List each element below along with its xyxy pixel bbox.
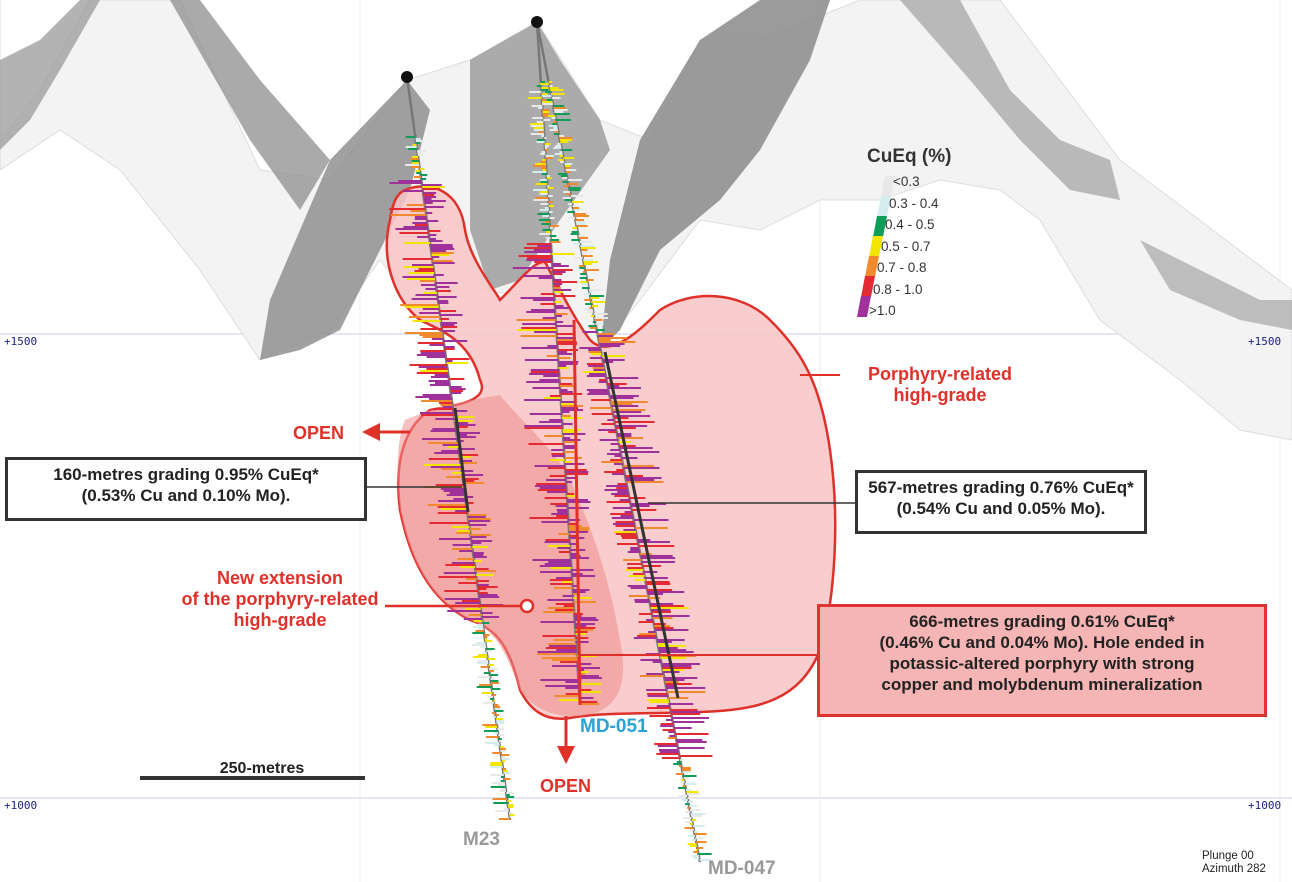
extension-label: New extension of the porphyry-related hi… bbox=[170, 568, 390, 631]
elev-label-1000-right: +1000 bbox=[1248, 799, 1281, 812]
extension-label-line2: of the porphyry-related bbox=[181, 589, 379, 609]
annotation-666m-line1: 666-metres grading 0.61% CuEq* bbox=[909, 612, 1175, 631]
porphyry-label-line2: high-grade bbox=[893, 385, 987, 405]
annotation-160m-line2: (0.53% Cu and 0.10% Mo). bbox=[81, 486, 291, 505]
azimuth-label: Azimuth 282 bbox=[1202, 863, 1266, 875]
open-label-bottom: OPEN bbox=[540, 776, 592, 796]
extension-marker bbox=[519, 598, 535, 614]
porphyry-label-line1: Porphyry-related bbox=[867, 364, 1013, 384]
extension-label-line3: high-grade bbox=[233, 610, 327, 630]
open-arrow-down bbox=[557, 716, 575, 764]
topography-surface bbox=[0, 0, 1292, 441]
extension-label-line1: New extension bbox=[216, 568, 344, 588]
legend-title: CuEq (%) bbox=[867, 146, 952, 167]
annotation-567m: 567-metres grading 0.76% CuEq* (0.54% Cu… bbox=[855, 470, 1147, 534]
legend-swatch bbox=[865, 256, 879, 277]
legend-item: <0.3 bbox=[893, 174, 920, 189]
annotation-666m-line3: potassic-altered porphyry with strong bbox=[889, 654, 1195, 673]
legend-item: 0.5 - 0.7 bbox=[881, 238, 931, 254]
view-orientation: Plunge 00 Azimuth 282 bbox=[1202, 850, 1266, 876]
legend-color-ramp bbox=[857, 176, 895, 317]
legend-item: 0.7 - 0.8 bbox=[877, 260, 927, 275]
legend-swatch bbox=[881, 176, 895, 197]
interval-666m bbox=[572, 319, 582, 706]
elev-label-1500-right: +1500 bbox=[1248, 335, 1281, 348]
annotation-160m-line1: 160-metres grading 0.95% CuEq* bbox=[53, 465, 319, 484]
annotation-666m-line2: (0.46% Cu and 0.04% Mo). Hole ended in bbox=[879, 633, 1205, 652]
annotation-666m-line4: copper and molybdenum mineralization bbox=[881, 675, 1203, 694]
porphyry-label: Porphyry-related high-grade bbox=[840, 364, 1040, 406]
legend-swatch bbox=[869, 236, 883, 257]
collar-m23 bbox=[401, 71, 413, 83]
legend-swatch bbox=[861, 276, 875, 297]
interval-567m bbox=[603, 351, 680, 699]
scale-bar-label: 250-metres bbox=[220, 760, 305, 777]
collar-md051-md047 bbox=[531, 16, 543, 28]
legend-swatch bbox=[873, 216, 887, 237]
hole-label-md051: MD-051 bbox=[580, 716, 648, 737]
legend-swatch bbox=[857, 296, 871, 317]
legend-item: 0.8 - 1.0 bbox=[873, 281, 923, 297]
legend-swatch bbox=[877, 196, 891, 217]
hole-label-md047: MD-047 bbox=[708, 858, 776, 879]
interval-160m bbox=[453, 407, 470, 513]
annotation-666m: 666-metres grading 0.61% CuEq* (0.46% Cu… bbox=[817, 604, 1267, 717]
open-label-left: OPEN bbox=[293, 423, 345, 443]
legend-item: 0.3 - 0.4 bbox=[889, 195, 939, 211]
plunge-label: Plunge 00 bbox=[1202, 850, 1254, 862]
legend-item: >1.0 bbox=[869, 303, 896, 318]
elev-label-1000-left: +1000 bbox=[4, 799, 37, 812]
open-arrow-left bbox=[362, 423, 410, 441]
elev-label-1500-left: +1500 bbox=[4, 335, 37, 348]
annotation-567m-line1: 567-metres grading 0.76% CuEq* bbox=[868, 478, 1134, 497]
hole-label-m23: M23 bbox=[463, 829, 500, 850]
annotation-567m-line2: (0.54% Cu and 0.05% Mo). bbox=[896, 499, 1106, 518]
annotation-160m: 160-metres grading 0.95% CuEq* (0.53% Cu… bbox=[5, 457, 367, 521]
leader-lines bbox=[365, 486, 855, 504]
legend-item: 0.4 - 0.5 bbox=[885, 217, 935, 232]
